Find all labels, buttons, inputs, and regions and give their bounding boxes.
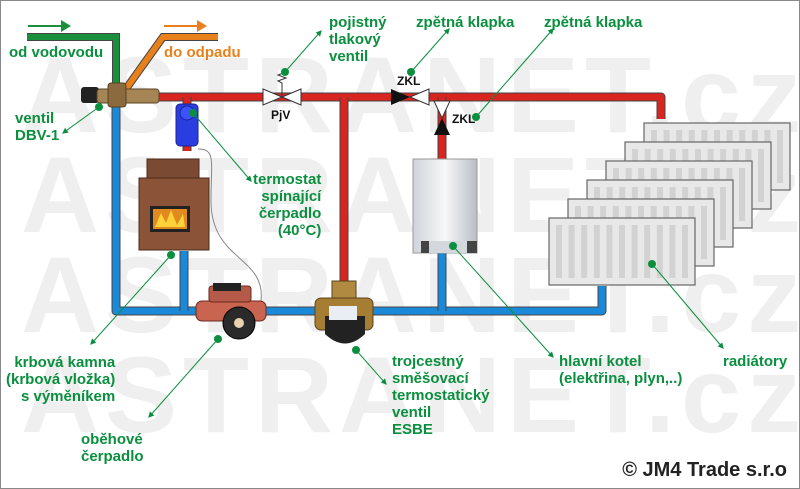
label-radiators: radiátory: [723, 353, 788, 370]
zkl-tag-2: ZKL: [452, 112, 475, 126]
dbv-valve: [81, 82, 160, 108]
flow-arrow-supply: [28, 20, 71, 32]
label-check-valve-1: zpětná klapka: [416, 14, 515, 31]
label-stove: krbová kamna(krbová vložka)s výměníkem: [6, 354, 116, 405]
check-valve-horizontal: [391, 88, 430, 106]
fireplace-stove: [138, 158, 210, 251]
watermark-row-4: ASTRANET.cz: [21, 334, 800, 455]
label-drain: do odpadu: [164, 44, 241, 61]
label-thermostat-temp: (40°C): [277, 222, 322, 239]
zkl-tag-1: ZKL: [397, 74, 420, 88]
label-check-valve-2: zpětná klapka: [544, 14, 643, 31]
label-water-supply: od vodovodu: [9, 44, 104, 61]
circulation-pump: [195, 283, 267, 340]
pjv-tag: PjV: [271, 108, 290, 122]
leader-lines: [62, 28, 724, 418]
check-valve-vertical: [433, 100, 451, 135]
esbe-mixing-valve: [314, 280, 374, 344]
label-boiler: hlavní kotel(elektřina, plyn,..): [559, 353, 683, 387]
flow-arrow-drain: [164, 20, 207, 32]
radiator-panel: [548, 217, 696, 286]
radiator-stack: [548, 122, 791, 286]
copyright: © JM4 Trade s.r.o: [622, 459, 787, 481]
safety-valve-pjv: [262, 71, 302, 106]
main-boiler: [412, 158, 478, 254]
leader-dots: [95, 68, 656, 354]
